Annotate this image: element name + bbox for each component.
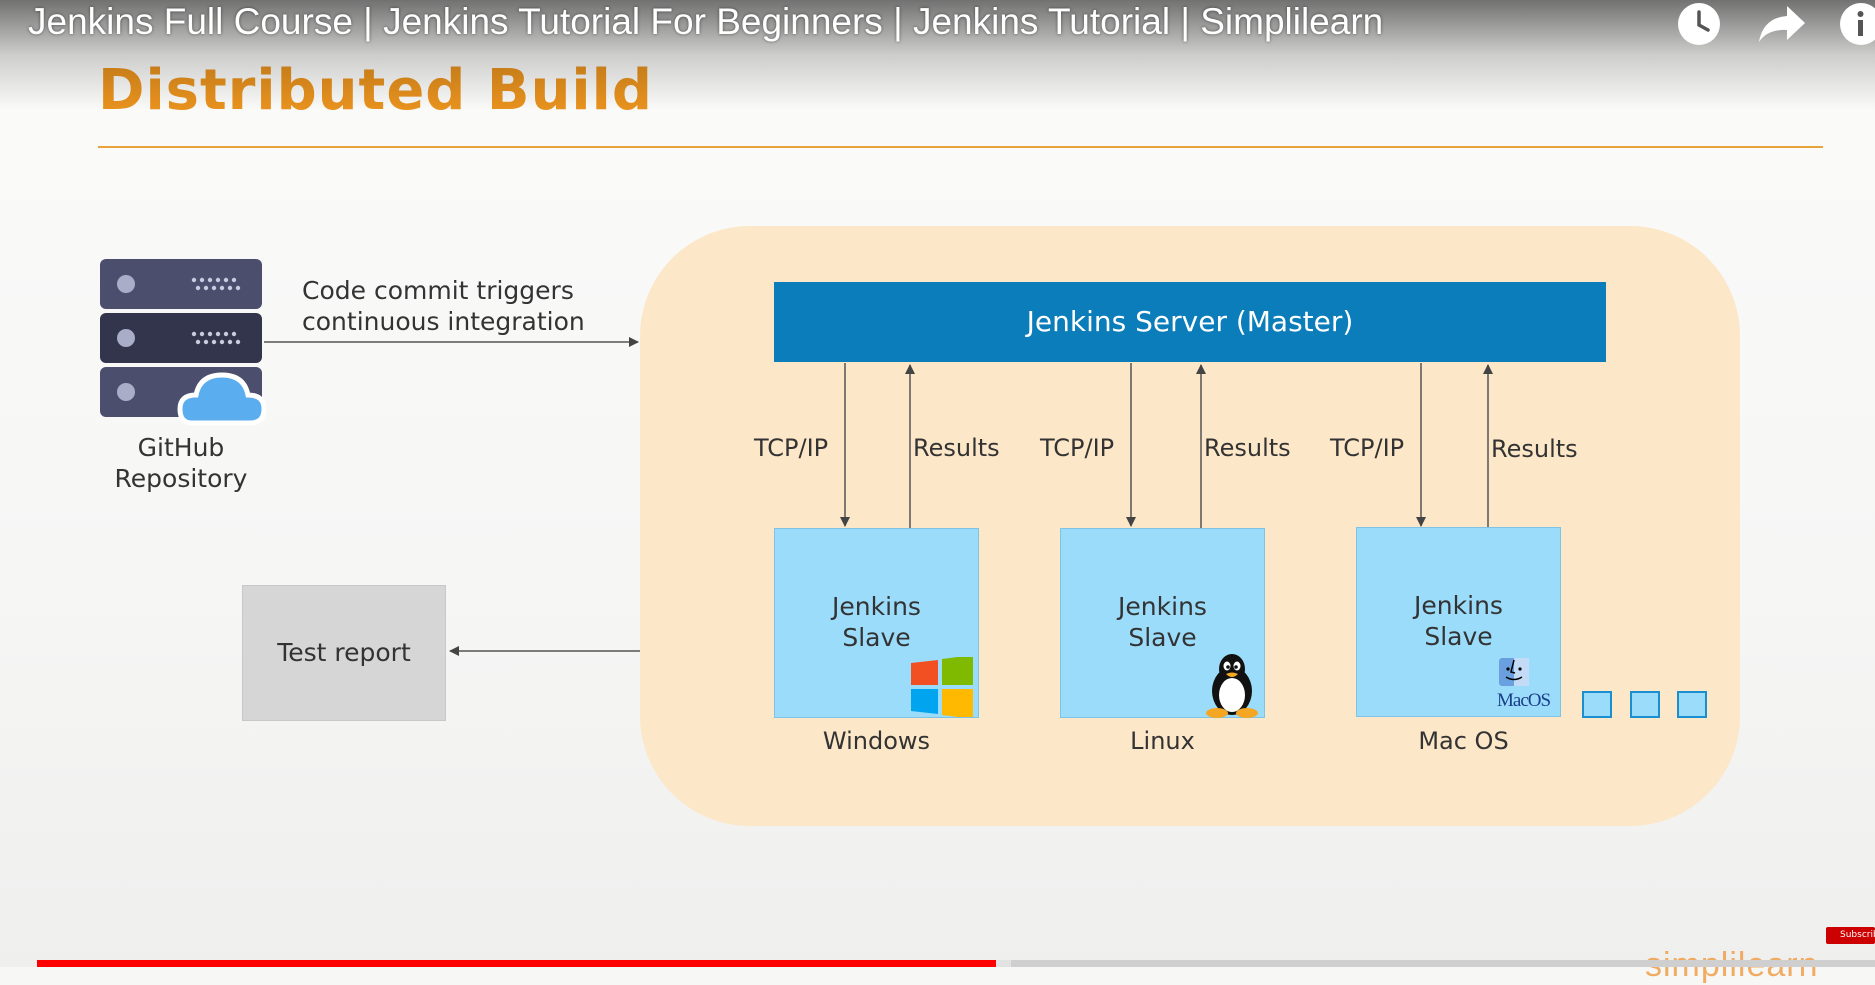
- linux-results-label: Results: [1204, 434, 1291, 462]
- subscribe-label: Subscribe: [1840, 930, 1875, 940]
- video-title-overlay: [0, 0, 1875, 110]
- macos-os-label: Mac OS: [1418, 727, 1509, 755]
- mac-tcp-label: TCP/IP: [1330, 434, 1405, 462]
- github-repository-label: GitHub Repository: [114, 433, 248, 493]
- title-divider: [98, 146, 1823, 148]
- commit-trigger-text-line2: continuous integration: [302, 307, 585, 336]
- windows-logo-icon: [911, 657, 973, 717]
- linux-tux-icon: [1206, 654, 1258, 718]
- linux-os-label: Linux: [1130, 727, 1195, 755]
- server-stack-icon: [100, 259, 267, 426]
- windows-results-label: Results: [913, 434, 1000, 462]
- share-icon[interactable]: [1757, 2, 1807, 46]
- commit-trigger-text-line1: Code commit triggers: [302, 276, 574, 305]
- test-report-box: Test report: [242, 585, 446, 721]
- info-icon[interactable]: [1839, 2, 1875, 46]
- additional-slave-box: [1582, 691, 1612, 718]
- macos-slave-box: Jenkins Slave MacOS: [1356, 527, 1561, 717]
- mac-results-label: Results: [1491, 435, 1578, 463]
- video-title[interactable]: Jenkins Full Course | Jenkins Tutorial F…: [28, 1, 1384, 42]
- macos-logo-text: MacOS: [1497, 690, 1551, 711]
- windows-slave-box: Jenkins Slave: [774, 528, 979, 718]
- macos-finder-icon: [1499, 658, 1529, 686]
- subscribe-button[interactable]: Subscribe: [1826, 927, 1875, 944]
- watch-later-icon[interactable]: [1677, 2, 1721, 46]
- windows-os-label: Windows: [822, 727, 931, 755]
- video-progress-bar[interactable]: [37, 960, 1875, 967]
- jenkins-master-box: Jenkins Server (Master): [774, 282, 1606, 362]
- played-bar: [37, 960, 997, 967]
- slave-label: Jenkins Slave: [1414, 591, 1503, 651]
- slave-label: Jenkins Slave: [832, 592, 921, 652]
- slave-label: Jenkins Slave: [1118, 592, 1207, 652]
- windows-tcp-label: TCP/IP: [754, 434, 829, 462]
- additional-slave-box: [1677, 691, 1707, 718]
- additional-slave-box: [1630, 691, 1660, 718]
- linux-tcp-label: TCP/IP: [1040, 434, 1115, 462]
- linux-slave-box: Jenkins Slave: [1060, 528, 1265, 718]
- buffered-bar: [996, 960, 1012, 967]
